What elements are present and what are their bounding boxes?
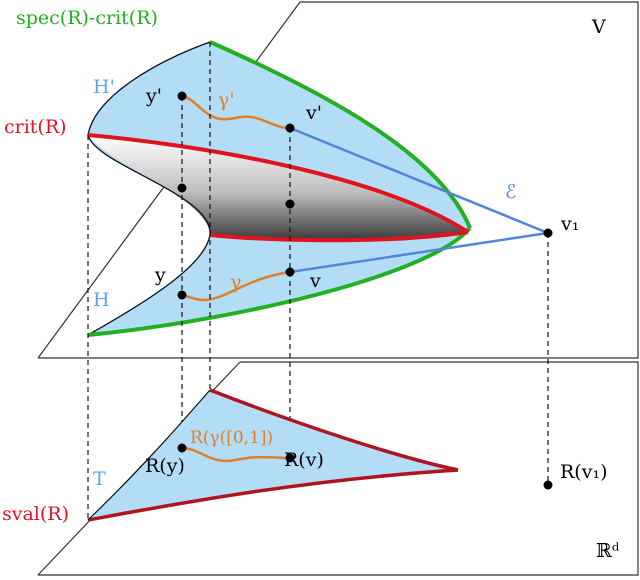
label-H-prime: H': [93, 76, 115, 98]
label-R-v: R(v): [284, 449, 324, 471]
label-y-prime: y': [145, 85, 162, 107]
T-upper-boundary: [209, 388, 459, 472]
epsilon-line-lower: [289, 231, 549, 274]
label-gamma: γ: [230, 271, 241, 293]
label-epsilon: ℰ: [505, 181, 517, 203]
point-v: [285, 267, 295, 277]
label-v: v: [309, 270, 321, 292]
crit-lower-curve: [209, 230, 469, 243]
point-mid-left: [177, 183, 187, 193]
label-H: H: [93, 289, 110, 311]
point-v1: [543, 228, 553, 238]
label-gamma-prime: γ': [218, 89, 235, 111]
label-spec-crit: spec(R)-crit(R): [16, 7, 158, 29]
gamma-prime-curve: [181, 94, 291, 130]
label-R-v1: R(v₁): [560, 461, 607, 483]
label-T: T: [93, 468, 106, 490]
label-R-gamma: R(γ([0,1]): [190, 428, 273, 448]
crit-upper-curve: [87, 133, 470, 234]
point-R-y: [177, 443, 187, 453]
label-space-Rd: ℝᵈ: [596, 540, 620, 562]
point-R-v: [285, 453, 295, 463]
gamma-curve: [181, 270, 291, 302]
label-y: y: [154, 264, 166, 286]
T-left-boundary: [87, 389, 211, 521]
plane-V-outline: [38, 1, 639, 359]
point-y: [177, 290, 187, 300]
shaded-fold-region: [88, 135, 468, 241]
label-v-prime: v': [305, 102, 322, 124]
point-R-v1: [543, 480, 553, 490]
label-v1: v₁: [560, 213, 579, 235]
spec-crit-lower-curve: [87, 226, 472, 337]
label-R-y: R(y): [145, 455, 185, 477]
label-space-V: V: [591, 16, 606, 38]
point-v-prime: [285, 123, 295, 133]
label-crit: crit(R): [4, 116, 67, 138]
spec-crit-upper-curve: [209, 40, 472, 229]
point-mid-right: [285, 199, 295, 209]
epsilon-line-upper: [289, 126, 549, 235]
surface-left-contour: [87, 41, 211, 336]
label-sval: sval(R): [2, 503, 69, 525]
region-T: [88, 390, 458, 520]
T-lower-boundary: [87, 468, 459, 522]
R-gamma-curve: [181, 446, 291, 463]
plane-Rd-outline: [38, 361, 639, 576]
point-y-prime: [177, 91, 187, 101]
